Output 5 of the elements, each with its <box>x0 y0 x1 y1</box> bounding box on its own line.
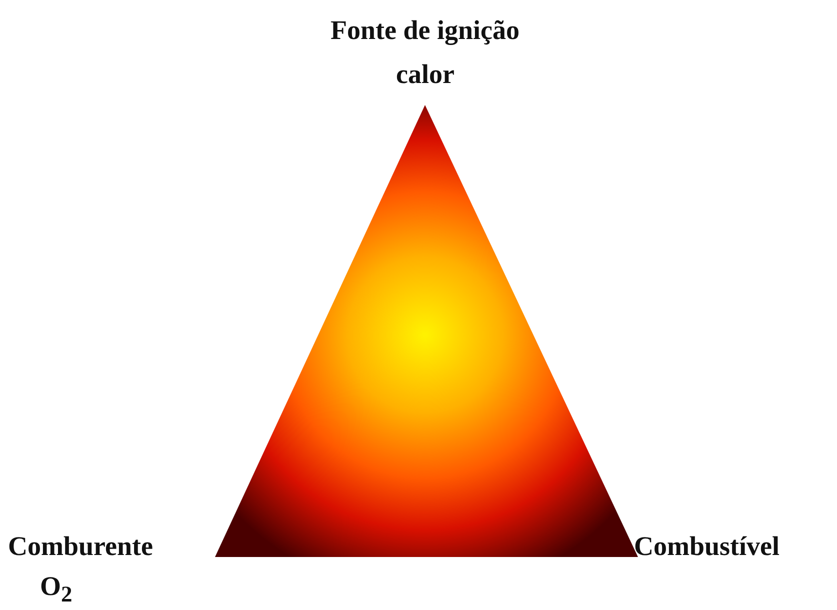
vertex-label: calor <box>396 58 454 90</box>
vertex-label: O$_{2}$ <box>40 570 72 608</box>
vertex-label: Combustível <box>634 530 780 562</box>
vertex-label: Fonte de ignição <box>330 14 520 46</box>
vertex-label: Comburente <box>8 530 153 562</box>
